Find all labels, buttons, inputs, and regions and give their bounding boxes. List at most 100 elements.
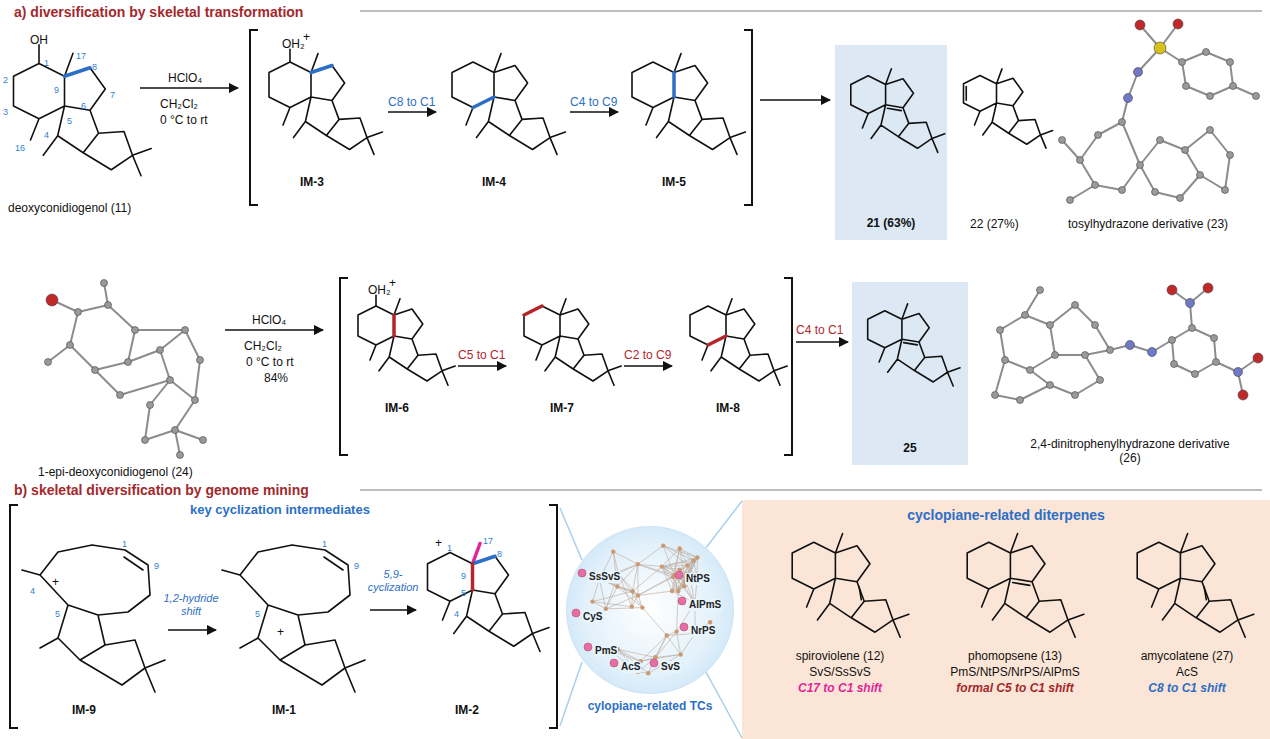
network-graph-part	[592, 602, 605, 609]
xray-model-part	[1230, 83, 1237, 90]
network-graph-part	[615, 584, 619, 588]
xray-model-part	[45, 359, 52, 366]
bracket	[340, 278, 792, 455]
xray-model-part	[95, 370, 120, 395]
label-holder: 5	[67, 110, 72, 128]
network-graph-part	[678, 597, 686, 605]
network-graph-part	[656, 654, 681, 657]
xray-model-part	[1119, 119, 1126, 126]
xray-model-part	[128, 330, 135, 362]
label-holder: IM-5	[662, 172, 686, 190]
label-holder: 1-epi-deoxyconidiogenol (24)	[38, 462, 193, 480]
text-label: PmS/NtPS/NrPS/AlPmS	[930, 666, 1100, 680]
xray-model-part	[1027, 367, 1034, 374]
network-graph-part	[606, 608, 643, 609]
xray-model-part	[177, 452, 184, 459]
atom-number: 9	[154, 561, 159, 571]
product-structure-part	[1204, 587, 1206, 600]
xray-model-part	[1082, 352, 1089, 359]
intermediate-structure-part	[22, 545, 165, 692]
label-holder: +	[277, 622, 284, 640]
xray-model-part	[1157, 137, 1164, 144]
xray-model-part	[147, 402, 154, 409]
text-label: b) skeletal diversification by genome mi…	[14, 482, 309, 498]
network-graph-part	[638, 546, 663, 565]
connector-line	[706, 501, 742, 548]
product-structure	[1137, 534, 1254, 638]
label-holder: 2,4-dinitrophenylhydrazone derivative (2…	[1020, 438, 1240, 466]
xray-model-part	[1122, 165, 1140, 190]
label-holder: 6	[81, 95, 86, 113]
xray-model-part	[1200, 175, 1225, 190]
label-holder: key cyclization intermediates	[190, 500, 370, 518]
xray-model-part	[1095, 325, 1110, 350]
label-holder: 17	[483, 530, 493, 548]
label-holder: 1	[322, 533, 327, 551]
atom-number: 4	[44, 130, 49, 140]
label-holder: IM-4	[482, 172, 506, 190]
network-graph-part	[590, 599, 594, 603]
atom-number: 17	[483, 536, 493, 546]
network-graph-part	[695, 555, 699, 559]
xray-model-part	[170, 380, 195, 400]
text-label: IM-6	[385, 402, 409, 416]
text-label: key cyclization intermediates	[190, 503, 370, 518]
xray-model-part	[1253, 353, 1263, 363]
product-structure-part	[792, 534, 909, 638]
label-holder: C8 to C1	[388, 92, 435, 110]
xray-model-part	[1253, 93, 1260, 100]
structure-11-part	[38, 45, 40, 64]
structure-25-part	[868, 304, 960, 386]
network-graph-part	[638, 591, 672, 595]
generated-illustration	[45, 19, 1264, 675]
xray-model-part	[1186, 299, 1195, 308]
enzyme-name: AlPmS	[688, 599, 722, 611]
xray-model-part	[1098, 122, 1122, 135]
xray-model-part	[1025, 315, 1050, 325]
xray-model-part	[1070, 185, 1095, 200]
xray-model-part	[1047, 382, 1054, 389]
network-graph-part	[663, 546, 697, 558]
label-holder: 9	[461, 565, 466, 583]
xray-model-part	[1080, 160, 1095, 185]
label-holder: deoxyconidiogenol (11)	[8, 198, 131, 216]
structure-25-part	[904, 343, 918, 345]
network-graph-part	[708, 620, 712, 624]
label-holder: SvS	[660, 656, 681, 674]
label-holder: 2	[3, 69, 8, 87]
xray-model-part	[1222, 187, 1229, 194]
atom-number: 1	[44, 58, 49, 68]
atom-number: 3	[3, 107, 8, 117]
xray-model-part	[1203, 49, 1210, 56]
intermediate-structure-part	[473, 97, 494, 108]
intermediate-structure	[22, 545, 165, 692]
xray-model-part	[1185, 130, 1210, 150]
intermediate-structure	[358, 295, 455, 385]
network-graph-part	[606, 587, 618, 609]
xray-model-part	[1005, 360, 1030, 370]
bracket-part	[250, 30, 258, 205]
xray-model-part	[995, 395, 1020, 400]
text-label: 22 (27%)	[970, 218, 1019, 232]
network-graph-part	[636, 593, 640, 597]
label-holder: NrPS	[690, 620, 716, 638]
label-holder: 1	[122, 533, 127, 551]
intermediate-structure-part	[524, 299, 621, 385]
network-graph-part	[675, 571, 683, 579]
intermediate-structure	[269, 49, 382, 154]
product-structure	[792, 534, 909, 638]
network-graph-part	[637, 564, 638, 595]
xray-model-part	[67, 342, 74, 349]
network-graph-part	[604, 607, 608, 611]
network-graph-part	[660, 564, 664, 568]
xray-model-part	[175, 430, 203, 440]
label-holder: CH₂Cl₂	[244, 336, 282, 354]
xray-model-part	[1092, 182, 1099, 189]
enzyme-name: PmS	[594, 645, 618, 657]
xray-model-part	[1234, 368, 1243, 377]
intermediate-structure	[428, 544, 550, 652]
bracket-part	[10, 505, 18, 728]
label-holder: a) diversification by skeletal transform…	[14, 3, 303, 21]
text-label: C8 to C1	[388, 96, 435, 110]
